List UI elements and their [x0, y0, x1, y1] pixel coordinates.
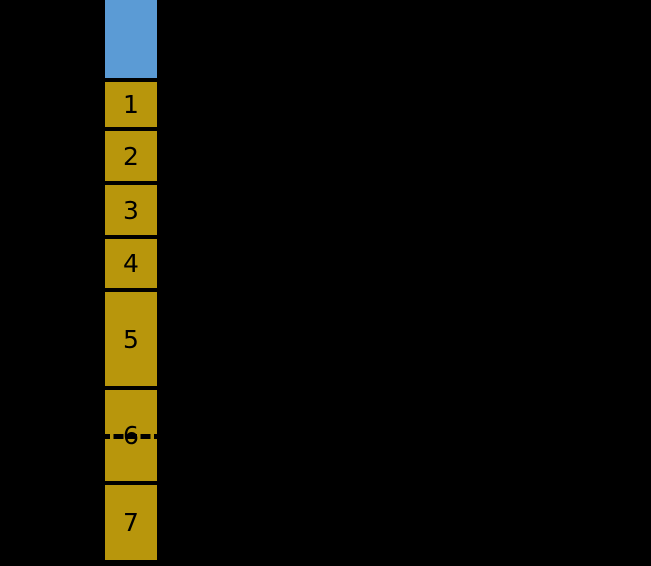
block-3[interactable]: 3 — [103, 183, 159, 237]
block-3-label: 3 — [123, 195, 139, 225]
block-6[interactable]: 6 — [103, 388, 159, 483]
block-4-label: 4 — [123, 249, 139, 278]
block-header[interactable] — [103, 0, 159, 80]
block-1-label: 1 — [123, 90, 139, 119]
block-1[interactable]: 1 — [103, 80, 159, 129]
block-2[interactable]: 2 — [103, 129, 159, 183]
block-2-label: 2 — [123, 141, 139, 171]
block-7[interactable]: 7 — [103, 483, 159, 562]
block-5-label: 5 — [123, 324, 139, 354]
block-6-label: 6 — [123, 421, 139, 450]
block-5[interactable]: 5 — [103, 290, 159, 388]
block-4[interactable]: 4 — [103, 237, 159, 290]
block-7-label: 7 — [123, 508, 139, 537]
